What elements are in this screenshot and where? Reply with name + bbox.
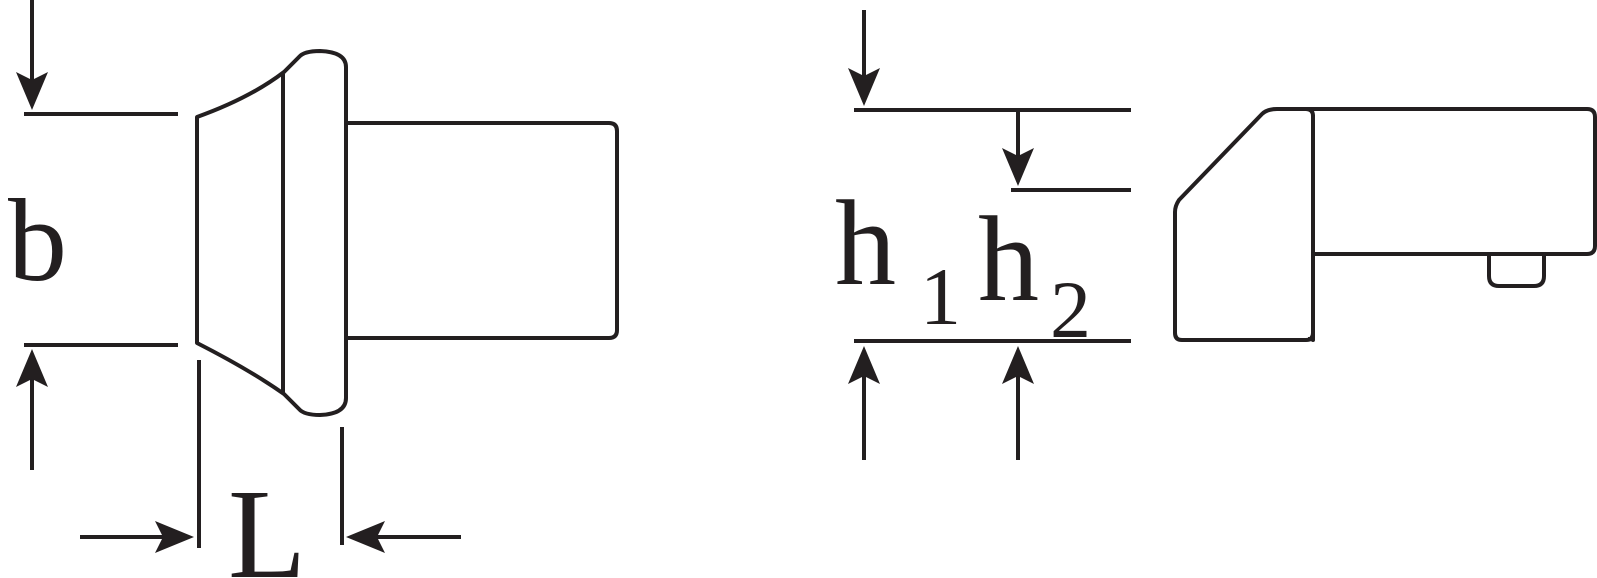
side-upper-body	[1277, 107, 1597, 256]
b-label: b	[8, 175, 67, 306]
tapered-head-outline	[195, 49, 348, 417]
h2-label: h	[978, 192, 1039, 327]
side-chamfered-head	[1173, 107, 1315, 342]
b-arrow-bottom-head	[16, 349, 48, 387]
right-view: h 1 h 2	[835, 10, 1597, 460]
shank-outline	[346, 121, 619, 340]
side-locking-tab	[1487, 256, 1546, 288]
L-arrow-right-head	[346, 521, 385, 553]
h2-arrow-bottom-head	[1002, 346, 1034, 384]
h2-subscript: 2	[1050, 264, 1091, 355]
L-label: L	[228, 463, 306, 578]
L-arrow-left-head	[155, 521, 194, 553]
h1-subscript: 1	[920, 251, 961, 342]
b-arrow-top-head	[16, 72, 48, 110]
h1-arrow-top-head	[848, 68, 880, 106]
left-view: b L	[8, 0, 619, 578]
h1-arrow-bottom-head	[848, 346, 880, 384]
h2-arrow-top-head	[1002, 148, 1034, 186]
h1-label: h	[835, 176, 896, 311]
